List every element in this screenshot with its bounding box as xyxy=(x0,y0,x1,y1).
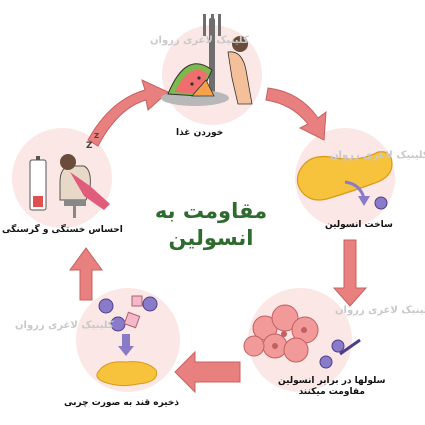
pancreas-icon xyxy=(296,151,393,210)
arrow-tired-to-food xyxy=(87,79,169,147)
watermark-text: کلینیک لاغری زروان xyxy=(330,150,425,161)
fat-storage-icon xyxy=(96,295,158,387)
step-fat-storage-label: ذخیره قند به صورت چربی xyxy=(64,398,179,408)
fork-food-icon xyxy=(161,14,253,106)
step-cell-resistance-label: سلولها در برابر انسولین مقاومت میکنند xyxy=(278,376,386,398)
tired-person-icon: Z Z xyxy=(29,132,110,218)
step-eating-label: خوردن غذا xyxy=(176,128,224,138)
arrow-fat-to-tired xyxy=(69,247,103,301)
arrow-pancreas-to-cells xyxy=(332,239,368,307)
arrow-food-to-pancreas xyxy=(265,87,327,141)
title-line-2: انسولین xyxy=(168,226,254,250)
step-fatigue-hunger-label: احساس خستگی و گرسنگی xyxy=(2,225,123,235)
watermark-text: کلینیک لاغری زروان xyxy=(150,35,249,46)
watermark-text: کلینیک لاغری زروان xyxy=(15,320,114,331)
arrow-cells-to-fat xyxy=(174,350,241,394)
svg-text:Z: Z xyxy=(94,132,99,140)
title-line-1: مقاومت به xyxy=(154,199,268,223)
cell-resistance-line-1: سلولها در برابر انسولین xyxy=(278,376,386,386)
svg-text:Z: Z xyxy=(86,141,93,151)
cells-icon xyxy=(243,304,361,369)
diagram-title: مقاومت به انسولین xyxy=(146,198,276,252)
watermark-text: کلینیک لاغری زروان xyxy=(335,305,425,316)
step-insulin-production-label: ساخت انسولین xyxy=(325,220,393,230)
cycle-arrows xyxy=(69,79,368,394)
cell-resistance-line-2: مقاومت میکنند xyxy=(298,387,365,397)
